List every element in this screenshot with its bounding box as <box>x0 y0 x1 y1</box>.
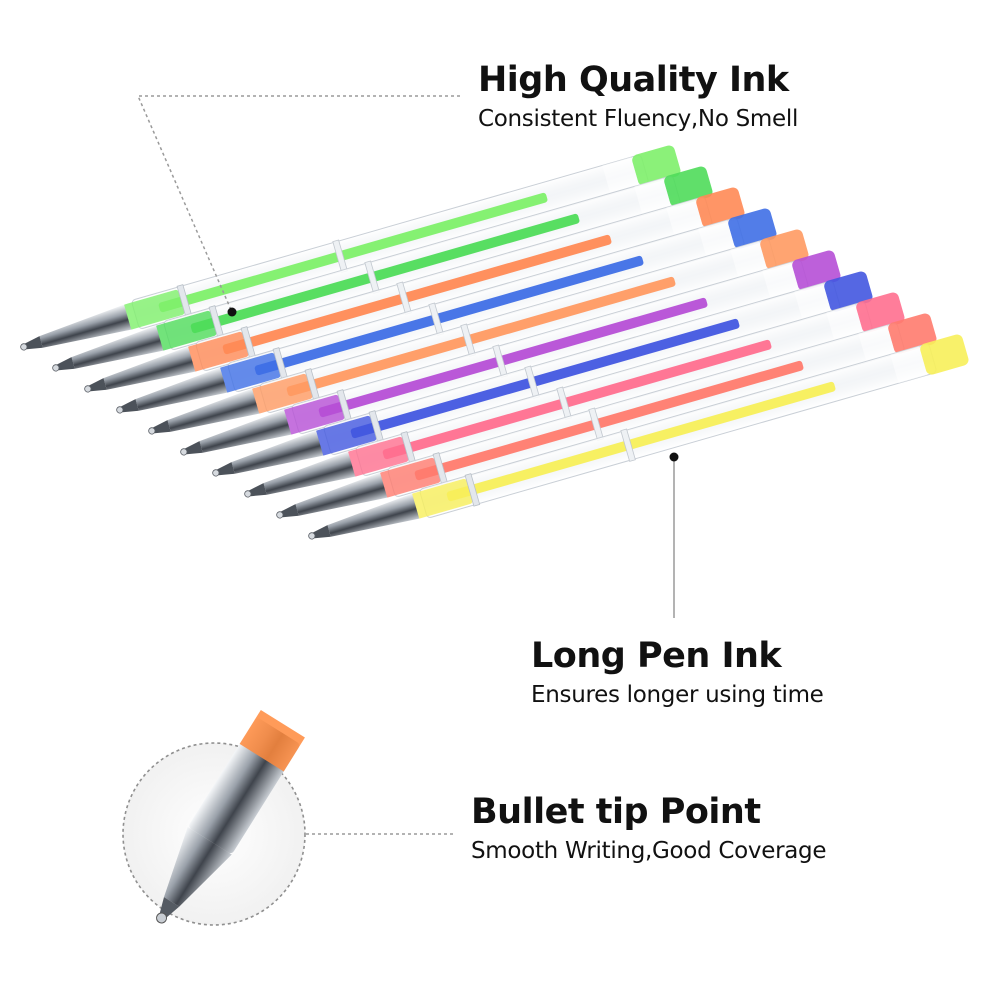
feature-title: Long Pen Ink <box>531 636 782 676</box>
feature-title: High Quality Ink <box>478 60 789 100</box>
feature-title: Bullet tip Point <box>471 792 761 832</box>
ink-pointer-dot-1 <box>227 307 237 317</box>
feature-subtitle: Consistent Fluency,No Smell <box>478 106 799 132</box>
pen-purple <box>180 250 841 456</box>
feature-bullet-tip-point: Bullet tip Point Smooth Writing,Good Cov… <box>471 792 826 866</box>
pen-royal-blue <box>212 271 873 477</box>
tip-zoom-circle <box>122 709 455 926</box>
pen-peach <box>148 229 809 435</box>
feature-subtitle: Smooth Writing,Good Coverage <box>471 838 827 864</box>
leader-high-quality-ink <box>136 95 460 317</box>
gel-pen-set <box>20 145 969 540</box>
pen-light-green <box>20 145 681 351</box>
ink-pointer-dot-2 <box>669 452 679 462</box>
pen-green <box>52 166 713 372</box>
feature-long-pen-ink: Long Pen Ink Ensures longer using time <box>531 636 824 710</box>
pen-yellow <box>308 334 969 540</box>
pen-pink <box>244 292 905 498</box>
pen-blue <box>116 208 777 414</box>
pen-orange <box>84 187 745 393</box>
feature-high-quality-ink: High Quality Ink Consistent Fluency,No S… <box>478 60 798 134</box>
leader-long-pen-ink <box>669 452 679 618</box>
feature-subtitle: Ensures longer using time <box>531 682 824 708</box>
